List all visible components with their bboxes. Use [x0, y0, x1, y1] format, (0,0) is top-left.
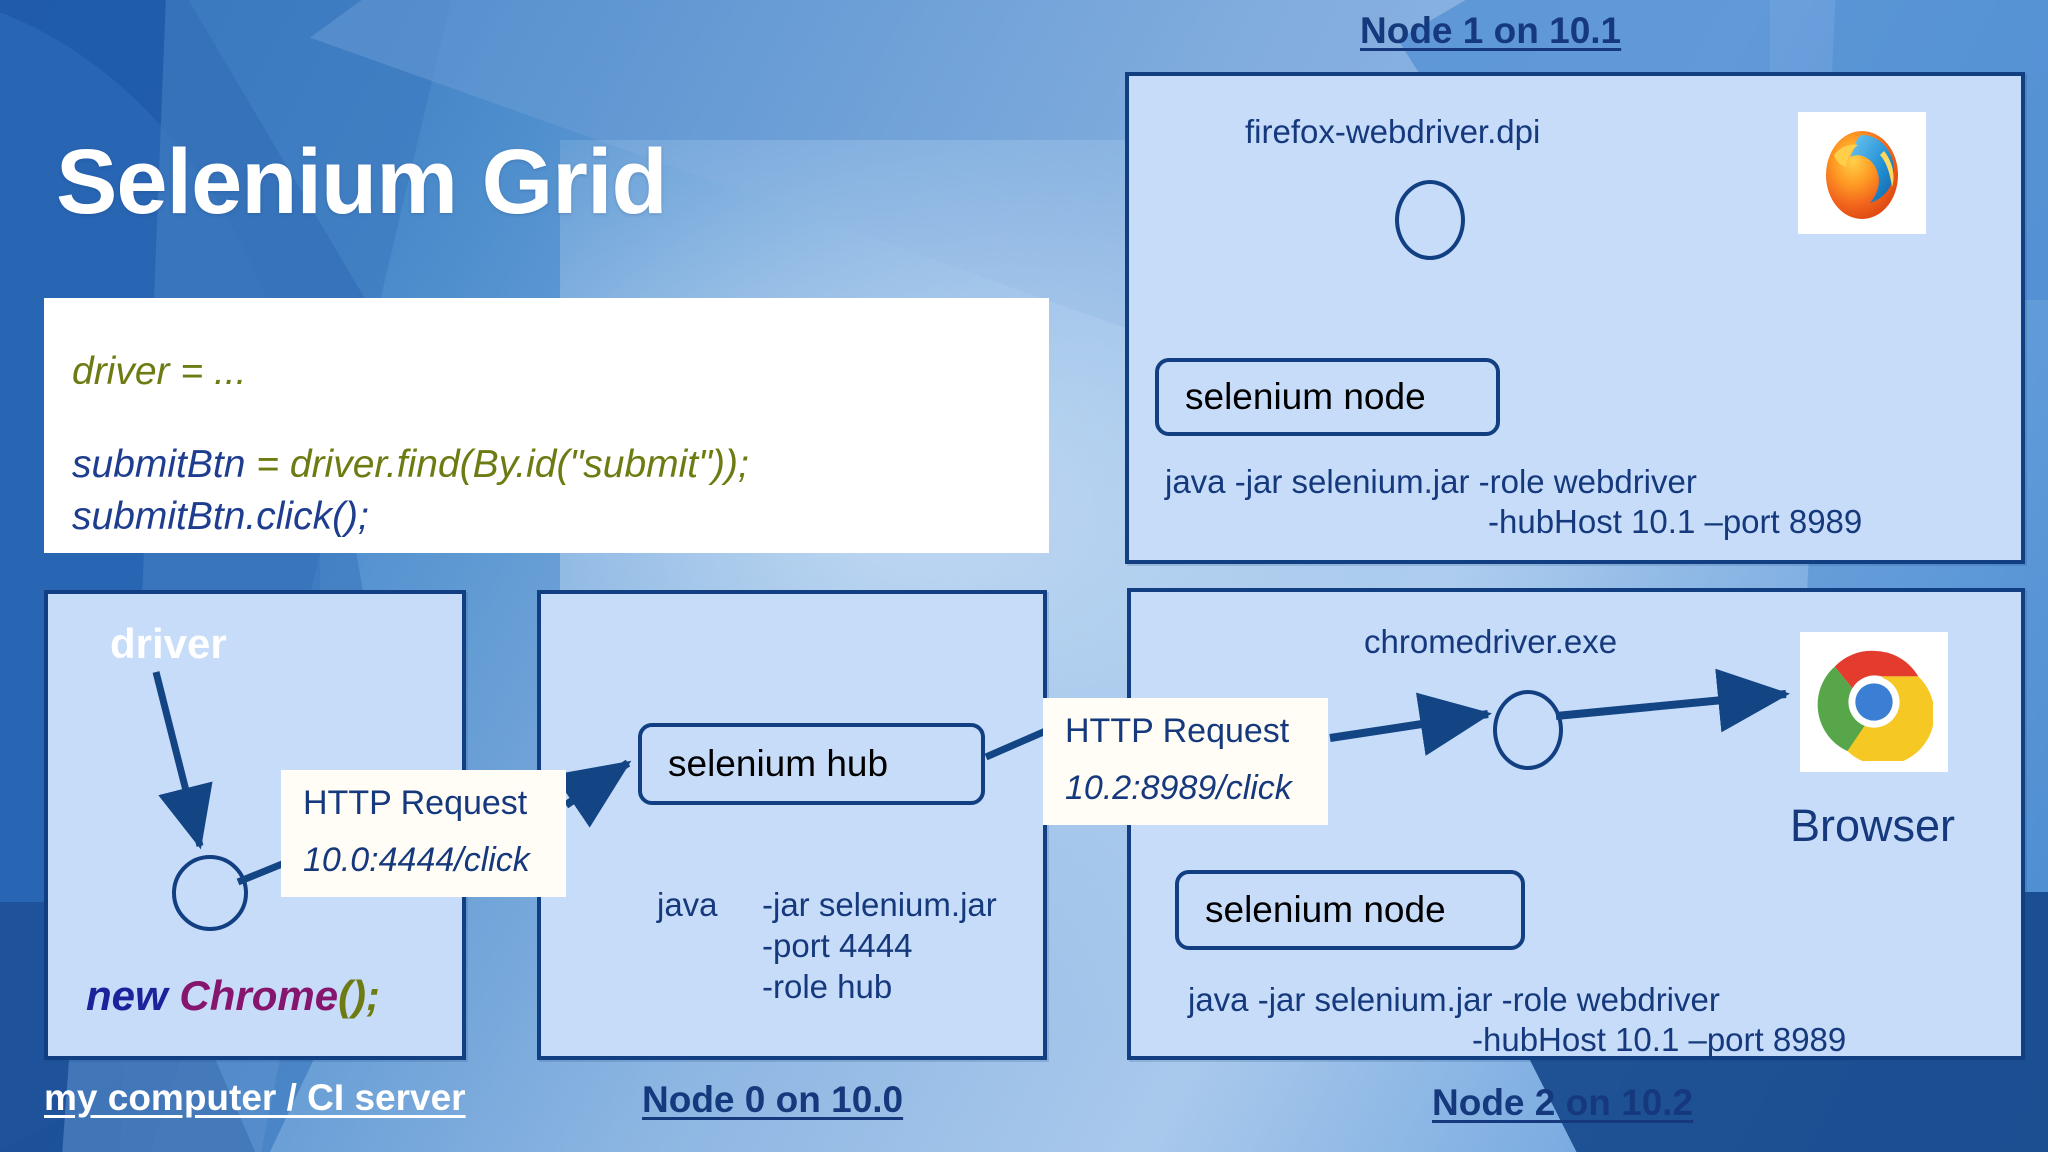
- selenium-node-2-box: selenium node: [1175, 870, 1525, 950]
- firefox-logo-icon: [1798, 112, 1926, 234]
- selenium-hub-box: selenium hub: [638, 723, 985, 805]
- chrome-logo-icon: [1800, 632, 1948, 772]
- chrome-class-token: Chrome: [179, 972, 339, 1019]
- keyword-new-token: new: [86, 972, 180, 1019]
- code-token-find-call: = driver.find(By.id("submit"));: [256, 443, 749, 486]
- hub-command-line-1: -jar selenium.jar: [762, 886, 997, 923]
- http-request-callout-2: HTTP Request 10.2:8989/click: [1043, 698, 1328, 825]
- local-driver-endpoint-icon: [172, 855, 248, 931]
- code-line-driver-assign: driver = ...: [72, 346, 1049, 398]
- node-1-command-line-2: -hubHost 10.1 –port 8989: [1488, 503, 1863, 540]
- code-token-click-call: submitBtn.click();: [72, 495, 369, 538]
- caption-my-computer: my computer / CI server: [44, 1077, 466, 1118]
- node-1-command-line-1: java -jar selenium.jar -role webdriver: [1165, 463, 1697, 500]
- driver-variable-label: driver: [110, 620, 227, 667]
- chromedriver-label: chromedriver.exe: [1364, 623, 1618, 660]
- firefox-webdriver-label: firefox-webdriver.dpi: [1245, 113, 1541, 150]
- slide-title: Selenium Grid: [56, 131, 668, 233]
- code-line-submitbtn-find: submitBtn = driver.find(By.id("submit"))…: [72, 439, 1049, 491]
- hub-command-line-2: -port 4444: [762, 927, 913, 964]
- new-chrome-expression: new Chrome();: [86, 972, 380, 1020]
- firefox-webdriver-endpoint-icon: [1395, 180, 1465, 260]
- caption-node-0: Node 0 on 10.0: [642, 1079, 904, 1120]
- http-request-callout-1-title: HTTP Request: [303, 784, 528, 822]
- http-request-callout-2-url: 10.2:8989/click: [1065, 769, 1292, 808]
- code-line-submitbtn-click: submitBtn.click();: [72, 491, 1049, 543]
- selenium-node-1-box: selenium node: [1155, 358, 1500, 436]
- http-request-callout-1-url: 10.0:4444/click: [303, 841, 530, 880]
- caption-node-1: Node 1 on 10.1: [1360, 10, 1622, 51]
- node-2-command-line-1: java -jar selenium.jar -role webdriver: [1188, 981, 1720, 1018]
- hub-command-line-3: -role hub: [762, 968, 893, 1005]
- hub-command-java: java: [657, 886, 718, 923]
- caption-node-2: Node 2 on 10.2: [1432, 1082, 1694, 1123]
- chromedriver-endpoint-icon: [1493, 690, 1563, 770]
- code-token-submitbtn: submitBtn: [72, 443, 257, 486]
- chrome-parens-token: ();: [338, 972, 381, 1019]
- node-2-command-line-2: -hubHost 10.1 –port 8989: [1472, 1021, 1847, 1058]
- code-snippet-box: driver = ... submitBtn = driver.find(By.…: [44, 298, 1049, 553]
- code-token-driver-assign: driver = ...: [72, 350, 247, 393]
- http-request-callout-2-title: HTTP Request: [1065, 712, 1290, 750]
- browser-label: Browser: [1790, 800, 1956, 851]
- http-request-callout-1: HTTP Request 10.0:4444/click: [281, 770, 566, 897]
